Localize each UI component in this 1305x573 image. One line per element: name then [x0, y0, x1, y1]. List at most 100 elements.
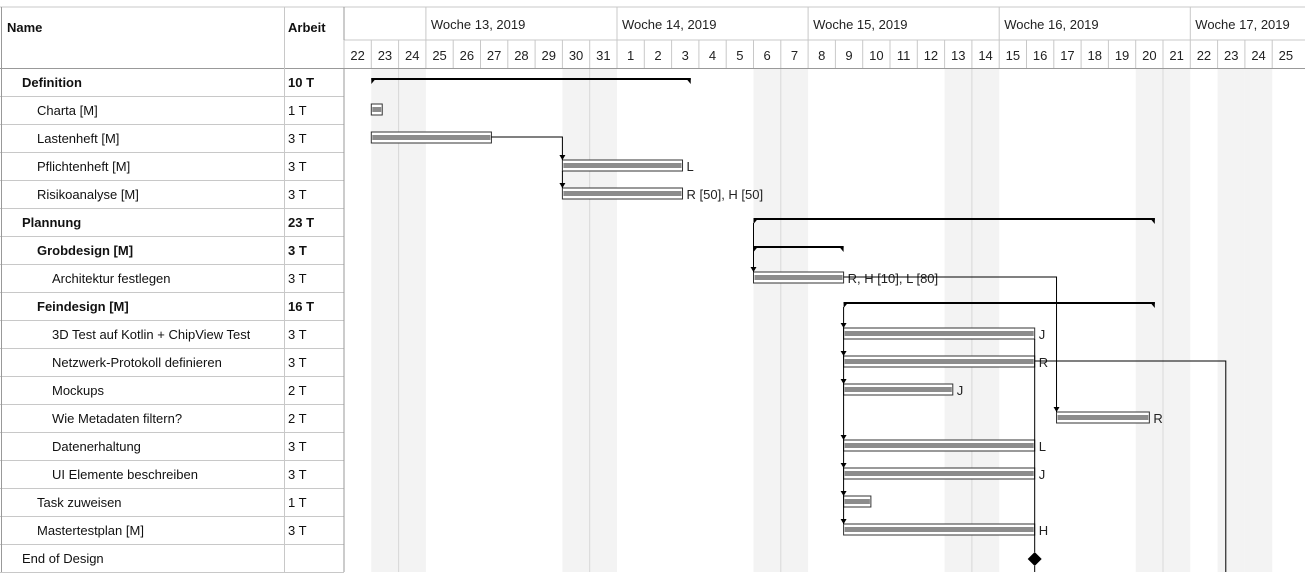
resource-label: H [1039, 523, 1048, 538]
task-name: Netzwerk-Protokoll definieren [52, 355, 222, 370]
day-label: 24 [405, 48, 419, 63]
weekend-shade [562, 69, 590, 572]
day-label: 30 [569, 48, 583, 63]
task-row[interactable]: Wie Metadaten filtern? 2 T [0, 405, 344, 433]
column-header-work[interactable]: Arbeit [288, 20, 326, 35]
task-row[interactable]: Pflichtenheft [M]3 T [0, 153, 344, 181]
task-bar-fill [844, 443, 1034, 448]
dependency-arrow [840, 463, 847, 468]
summary-end-cap [1149, 302, 1155, 308]
task-work: 1 T [288, 495, 307, 510]
task-row[interactable]: UI Elemente beschreiben 3 T [0, 461, 344, 489]
day-label: 4 [709, 48, 716, 63]
task-name: UI Elemente beschreiben [52, 467, 198, 482]
task-row[interactable]: Architektur festlegen 3 T [0, 265, 344, 293]
weekend-shade [753, 69, 781, 572]
resource-label: J [957, 383, 964, 398]
summary-start-cap [753, 218, 759, 224]
dependency-arrow [840, 323, 847, 328]
task-work: 3 T [288, 187, 307, 202]
task-bar-fill [844, 387, 952, 392]
task-bar-fill [844, 527, 1034, 532]
weekend-shade [944, 69, 972, 572]
day-label: 14 [978, 48, 992, 63]
task-name: Plannung [22, 215, 82, 230]
task-name: Datenerhaltung [52, 439, 141, 454]
day-label: 12 [924, 48, 938, 63]
task-bar-fill [372, 135, 491, 140]
dependency-arrow [840, 491, 847, 496]
task-work: 3 T [288, 327, 307, 342]
task-row[interactable]: Risikoanalyse [M] 3 T [0, 181, 344, 209]
task-row[interactable]: Mastertestplan [M]3 T [0, 517, 344, 545]
weekend-shade [1244, 69, 1273, 572]
task-name: Architektur festlegen [52, 271, 171, 286]
day-label: 31 [596, 48, 610, 63]
task-row[interactable]: Charta [M] 1 T [0, 97, 344, 125]
week-label: Woche 17, 2019 [1195, 17, 1289, 32]
task-bar-fill [563, 163, 682, 168]
dependency-line [1034, 360, 1227, 572]
summary-end-cap [685, 78, 691, 84]
task-name: Mockups [52, 383, 105, 398]
day-label: 26 [460, 48, 474, 63]
summary-end-cap [1149, 218, 1155, 224]
day-label: 25 [432, 48, 446, 63]
task-bar-fill [372, 107, 382, 112]
task-name: Risikoanalyse [M] [37, 187, 139, 202]
dependency-arrow [840, 519, 847, 524]
weekend-shade [589, 69, 617, 572]
day-label: 21 [1169, 48, 1183, 63]
task-name: Charta [M] [37, 103, 98, 118]
milestone-diamond[interactable] [1027, 552, 1042, 566]
dependency-arrow [559, 183, 566, 188]
weekend-shade [398, 69, 426, 572]
task-bar-fill [754, 275, 843, 280]
task-row[interactable]: Lastenheft [M]3 T [0, 125, 344, 153]
column-header-name[interactable]: Name [7, 20, 43, 35]
task-name: Wie Metadaten filtern? [52, 411, 183, 426]
dependency-arrow [840, 351, 847, 356]
task-work: 16 T [288, 299, 315, 314]
day-label: 13 [951, 48, 965, 63]
day-label: 27 [487, 48, 501, 63]
day-label: 17 [1060, 48, 1074, 63]
day-label: 28 [514, 48, 528, 63]
day-label: 18 [1088, 48, 1102, 63]
task-row[interactable]: Grobdesign [M]3 T [0, 237, 344, 265]
task-work: 3 T [288, 523, 307, 538]
task-row[interactable]: Feindesign [M] 16 T [0, 293, 344, 321]
task-row[interactable]: Netzwerk-Protokoll definieren 3 T [0, 349, 344, 377]
task-work: 1 T [288, 103, 307, 118]
day-label: 5 [736, 48, 743, 63]
day-label: 8 [818, 48, 825, 63]
weekend-shade [780, 69, 809, 572]
task-work: 3 T [288, 271, 307, 286]
day-label: 16 [1033, 48, 1047, 63]
resource-label: R, H [10], L [80] [848, 271, 939, 286]
weekend-shade [1135, 69, 1163, 572]
day-label: 20 [1142, 48, 1156, 63]
dependency-arrow [840, 435, 847, 440]
resource-label: L [687, 159, 694, 174]
task-work: 3 T [288, 243, 307, 258]
day-label: 6 [764, 48, 771, 63]
task-bar-fill [844, 499, 870, 504]
task-work: 3 T [288, 355, 307, 370]
task-work: 3 T [288, 467, 307, 482]
resource-label: J [1039, 467, 1046, 482]
dependency-arrow [1053, 407, 1060, 412]
task-work: 2 T [288, 411, 307, 426]
weekend-shade [971, 69, 1000, 572]
task-work: 3 T [288, 159, 307, 174]
task-name: Feindesign [M] [37, 299, 129, 314]
day-label: 9 [845, 48, 852, 63]
resource-label: R [50], H [50] [687, 187, 764, 202]
